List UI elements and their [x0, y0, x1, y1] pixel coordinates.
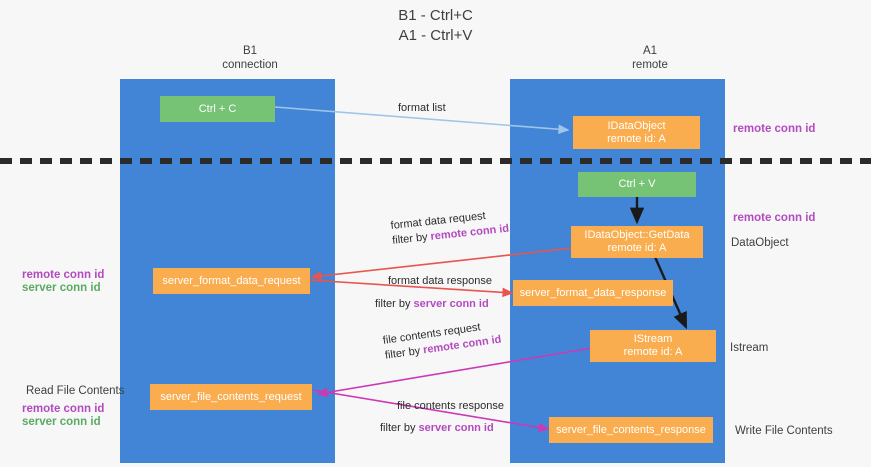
- edge-label-fcreq-prefix: filter by: [384, 344, 425, 362]
- node-istream-line2: remote id: A: [623, 346, 683, 358]
- annotation-left-read-file-contents: Read File Contents: [26, 385, 125, 397]
- edge-label-fcresp-prefix: filter by: [380, 422, 419, 434]
- edge-label-fdresp-prefix: filter by: [375, 298, 414, 310]
- edge-label-file-contents-response-line2: filter by server conn id: [380, 421, 494, 436]
- column-header-a1-sub: remote: [632, 59, 668, 71]
- node-idataobject-getdata[interactable]: IDataObject::GetData remote id: A: [571, 226, 703, 258]
- annotation-left-server-conn-id-bottom: server conn id: [22, 416, 101, 428]
- node-getdata-line2: remote id: A: [607, 242, 667, 254]
- edge-label-format-list: format list: [398, 102, 446, 114]
- node-ctrl-c-label: Ctrl + C: [198, 102, 237, 115]
- node-idataobject-line2: remote id: A: [607, 132, 666, 145]
- annotation-right-istream: Istream: [730, 342, 769, 354]
- annotation-right-remote-conn-id-top: remote conn id: [733, 123, 816, 135]
- column-header-b1: B1 connection: [150, 44, 350, 72]
- annotation-right-write-file-contents: Write File Contents: [735, 425, 833, 437]
- edge-label-format-data-response-line1: format data response: [388, 275, 492, 287]
- node-server-format-data-response[interactable]: server_format_data_response: [513, 280, 673, 306]
- node-idataobject-line1: IDataObject: [607, 119, 666, 132]
- annotation-right-dataobject: DataObject: [731, 237, 789, 249]
- edge-label-fdreq-prefix: filter by: [391, 230, 432, 247]
- node-server-file-contents-response-label: server_file_contents_response: [556, 423, 706, 436]
- node-ctrl-v-label: Ctrl + V: [618, 178, 656, 190]
- edge-label-fcresp-key: server conn id: [418, 422, 494, 434]
- node-server-file-contents-response[interactable]: server_file_contents_response: [549, 417, 713, 443]
- annotation-right-remote-conn-id-mid: remote conn id: [733, 212, 816, 224]
- node-server-file-contents-request-label: server_file_contents_request: [160, 390, 302, 403]
- node-server-format-data-request-label: server_format_data_request: [162, 274, 301, 287]
- node-server-file-contents-request[interactable]: server_file_contents_request: [150, 384, 312, 410]
- node-ctrl-c[interactable]: Ctrl + C: [160, 96, 275, 122]
- edge-label-format-data-response-line2: filter by server conn id: [375, 297, 489, 312]
- edge-label-format-data-request: format data request filter by remote con…: [390, 207, 510, 249]
- page-title: B1 - Ctrl+C A1 - Ctrl+V: [398, 7, 473, 44]
- node-server-format-data-response-label: server_format_data_response: [519, 286, 667, 299]
- column-header-a1: A1 remote: [550, 44, 750, 72]
- edge-label-fdresp-key: server conn id: [413, 298, 489, 310]
- annotation-left-remote-conn-id-bottom: remote conn id: [22, 403, 105, 415]
- node-ctrl-v[interactable]: Ctrl + V: [578, 172, 696, 197]
- node-getdata-line1: IDataObject::GetData: [584, 229, 690, 241]
- edge-label-file-contents-request: file contents request filter by remote c…: [382, 318, 502, 364]
- column-header-b1-sub: connection: [222, 59, 278, 71]
- column-header-b1-name: B1: [242, 45, 258, 57]
- node-server-format-data-request[interactable]: server_format_data_request: [153, 268, 310, 294]
- column-header-a1-name: A1: [642, 45, 658, 57]
- annotation-left-server-conn-id-mid: server conn id: [22, 282, 101, 294]
- node-istream[interactable]: IStream remote id: A: [590, 330, 716, 362]
- node-idataobject[interactable]: IDataObject remote id: A: [573, 116, 700, 149]
- section-divider: [0, 158, 871, 164]
- edge-label-file-contents-response-line1: file contents response: [397, 400, 505, 412]
- node-istream-line1: IStream: [633, 333, 673, 345]
- annotation-left-remote-conn-id-mid: remote conn id: [22, 269, 105, 281]
